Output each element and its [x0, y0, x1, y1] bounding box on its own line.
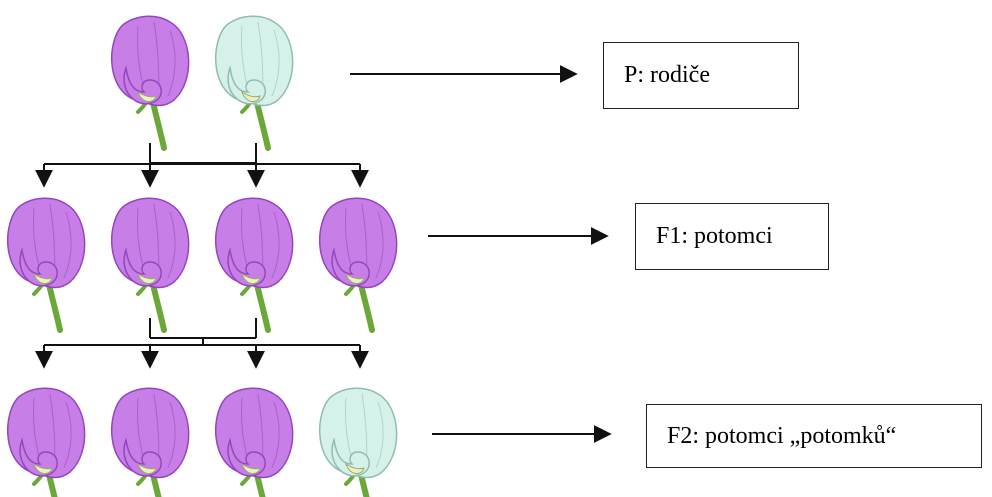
- flower-f2-2-purple: [110, 387, 190, 497]
- flower-f2-3-purple: [214, 387, 294, 497]
- label-f2-text: F2: potomci „potomků“: [667, 422, 897, 449]
- flower-p-1-purple: [110, 15, 190, 151]
- connector-lines: [35, 143, 369, 369]
- flower-rows: [6, 15, 398, 497]
- flower-p-2-white: [214, 15, 294, 151]
- flower-f1-3-purple: [214, 197, 294, 333]
- label-f2-grand-offspring: F2: potomci „potomků“: [646, 404, 982, 468]
- flower-f2-1-purple: [6, 387, 86, 497]
- label-f1-text: F1: potomci: [656, 223, 773, 249]
- flower-f1-2-purple: [110, 197, 190, 333]
- flower-f1-4-purple: [318, 197, 398, 333]
- label-arrows: [350, 65, 612, 443]
- label-p-parents: P: rodiče: [603, 42, 799, 109]
- label-p-text: P: rodiče: [624, 62, 710, 88]
- label-f1-offspring: F1: potomci: [635, 203, 829, 270]
- flower-f1-1-purple: [6, 197, 86, 333]
- flower-f2-4-white: [318, 387, 398, 497]
